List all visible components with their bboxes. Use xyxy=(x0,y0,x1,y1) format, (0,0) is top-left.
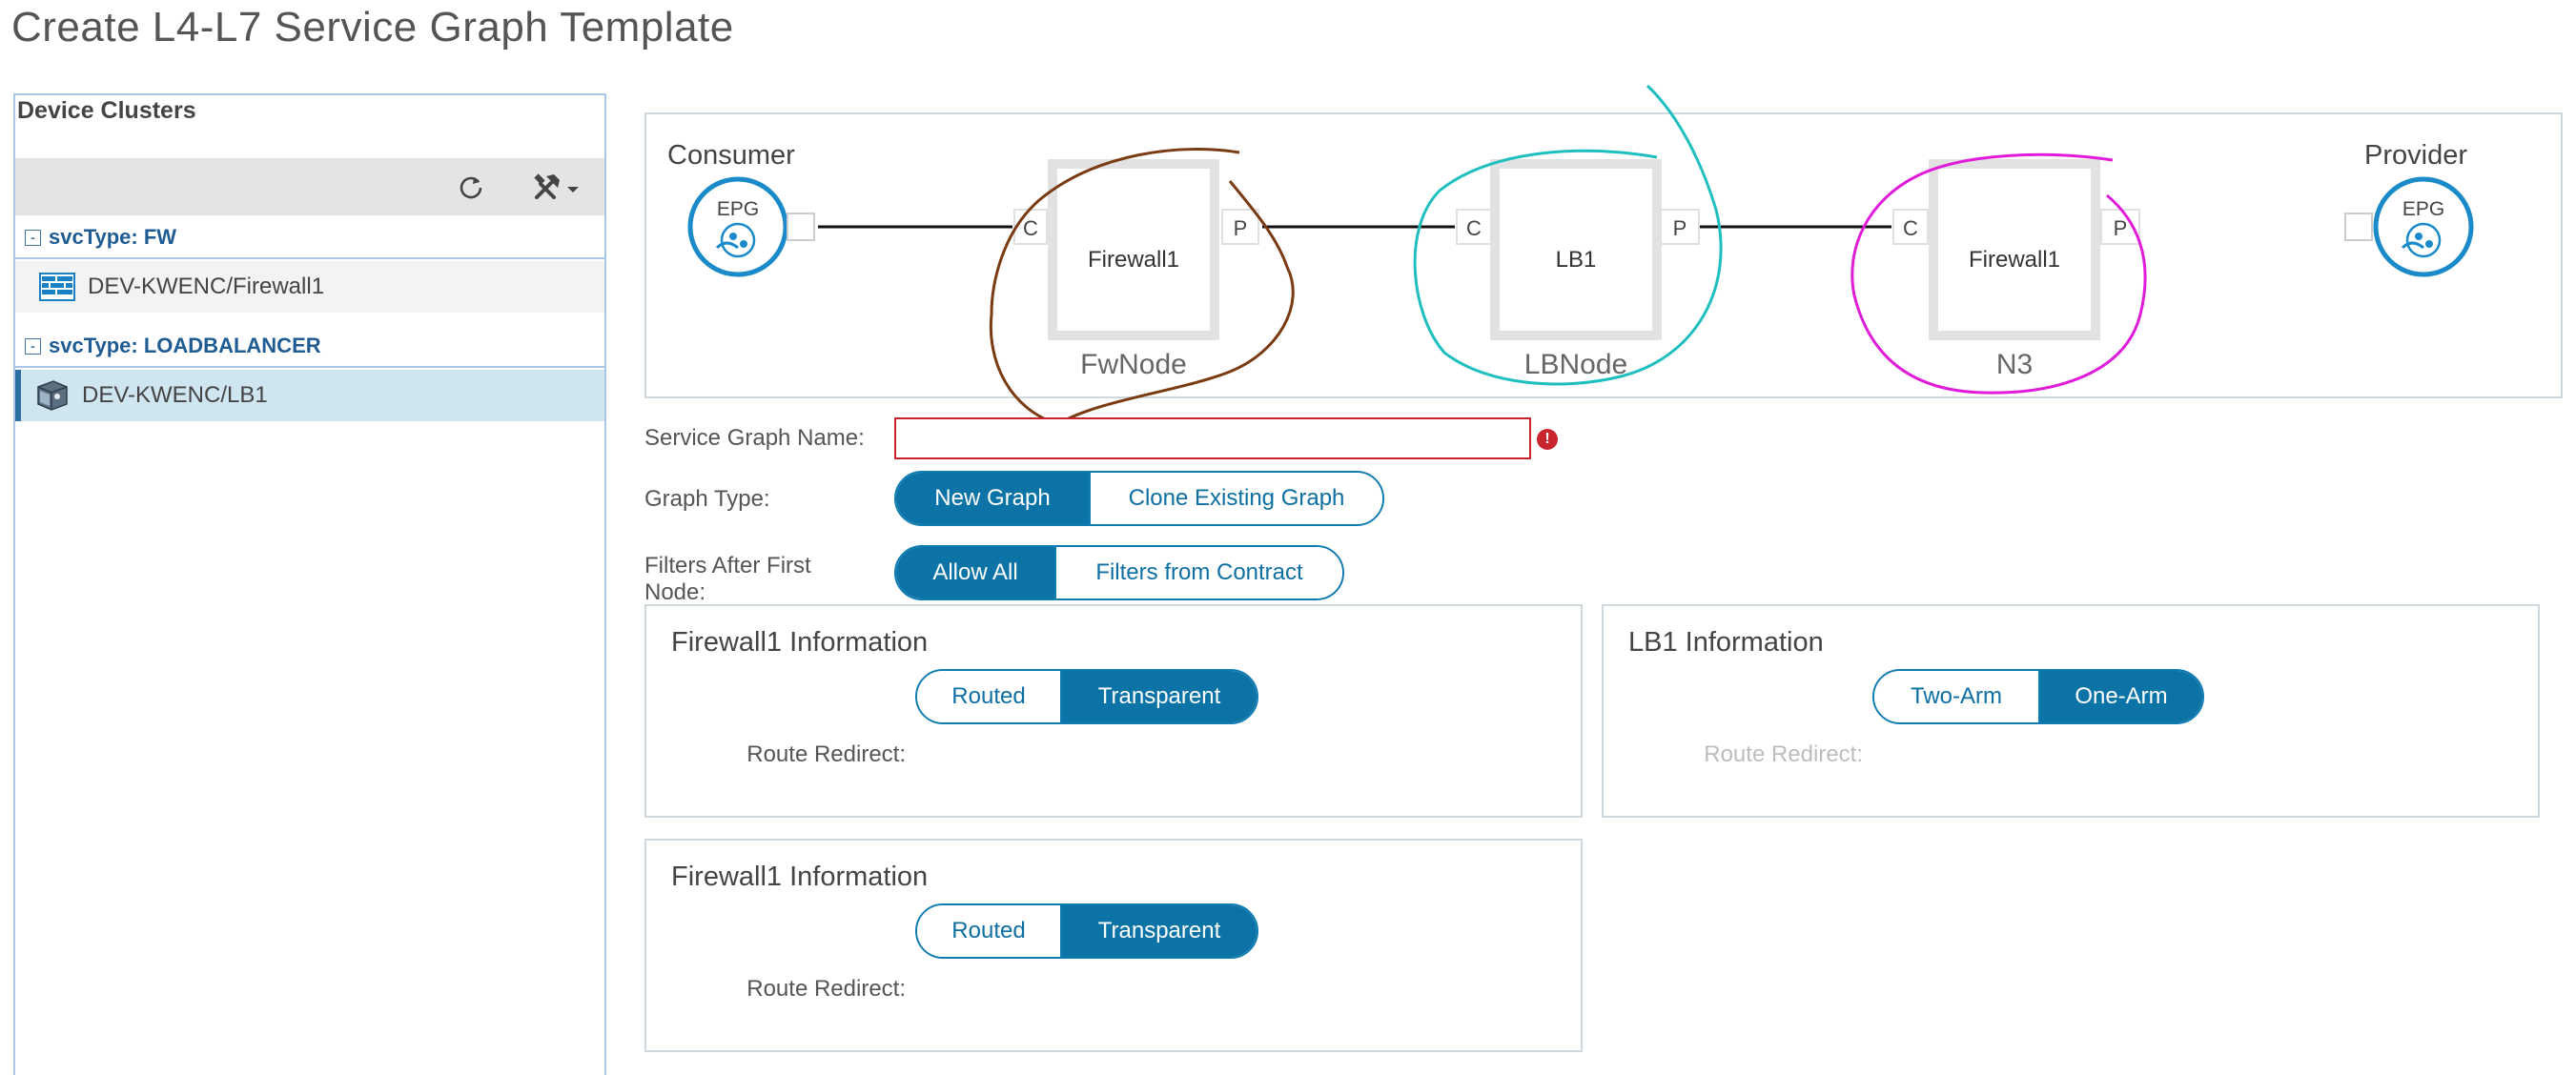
graph-type-label: Graph Type: xyxy=(644,486,770,512)
filters-toggle: Allow All Filters from Contract xyxy=(894,545,1344,600)
node-name: Firewall1 xyxy=(1088,247,1179,273)
info-panel-title: Firewall1 Information xyxy=(671,627,929,658)
provider-connector[interactable] xyxy=(2344,213,2373,241)
service-node-fwnode[interactable]: Firewall1 FwNode xyxy=(1048,159,1219,380)
provider-label: Provider xyxy=(2364,140,2467,171)
node-name: LB1 xyxy=(1556,247,1597,273)
service-graph-name-input[interactable] xyxy=(894,417,1531,459)
route-redirect-label: Route Redirect: xyxy=(746,741,906,767)
node-caption: LBNode xyxy=(1524,349,1627,380)
graph-type-clone-button[interactable]: Clone Existing Graph xyxy=(1089,473,1382,524)
node-provider-connector[interactable]: P xyxy=(1660,209,1700,245)
tools-dropdown-icon[interactable] xyxy=(530,164,589,210)
route-redirect-label: Route Redirect: xyxy=(746,976,906,1002)
service-node-n3[interactable]: Firewall1 N3 xyxy=(1929,159,2100,380)
svg-text:P: P xyxy=(1234,216,1248,240)
service-node-lbnode[interactable]: LB1 LBNode xyxy=(1490,159,1662,380)
tree-item-firewall1[interactable]: DEV-KWENC/Firewall1 xyxy=(15,261,604,313)
firewall-mode-toggle: Routed Transparent xyxy=(915,669,1258,724)
adc-mode-toggle: Two-Arm One-Arm xyxy=(1872,669,2204,724)
provider-epg[interactable]: EPG xyxy=(2373,176,2474,277)
device-clusters-panel: Device Clusters - svcType: FW xyxy=(13,93,606,1075)
epg-label: EPG xyxy=(717,198,759,220)
page-title: Create L4-L7 Service Graph Template xyxy=(11,4,734,51)
epg-icon xyxy=(715,222,756,258)
firewall-mode-toggle: Routed Transparent xyxy=(915,903,1258,959)
svg-text:P: P xyxy=(1673,216,1687,240)
svg-text:C: C xyxy=(1023,216,1038,240)
consumer-epg[interactable]: EPG xyxy=(687,176,788,277)
info-panel-firewall1: Firewall1 Information Firewall: Routed T… xyxy=(644,604,1583,818)
adc-two-arm-button[interactable]: Two-Arm xyxy=(1874,671,2038,722)
adc-one-arm-button[interactable]: One-Arm xyxy=(2038,671,2202,722)
group-label: svcType: LOADBALANCER xyxy=(49,334,321,357)
filters-label: Filters After First Node: xyxy=(644,553,811,606)
consumer-label: Consumer xyxy=(667,140,795,171)
error-icon: ! xyxy=(1537,429,1558,450)
device-clusters-title: Device Clusters xyxy=(17,97,196,124)
tree-item-lb1[interactable]: DEV-KWENC/LB1 xyxy=(15,370,604,421)
loadbalancer-icon xyxy=(37,380,68,411)
consumer-connector[interactable] xyxy=(787,213,815,241)
info-panel-lb1: LB1 Information ADC: Two-Arm One-Arm Rou… xyxy=(1602,604,2540,818)
node-provider-connector[interactable]: P xyxy=(2100,209,2140,245)
firewall-routed-button[interactable]: Routed xyxy=(917,905,1060,957)
info-panel-title: Firewall1 Information xyxy=(671,862,929,892)
svg-text:P: P xyxy=(2114,216,2128,240)
filters-allow-all-button[interactable]: Allow All xyxy=(896,547,1054,598)
collapse-icon[interactable]: - xyxy=(25,229,41,246)
filters-label-line1: Filters After First xyxy=(644,553,811,578)
firewall-icon xyxy=(39,273,75,301)
node-name: Firewall1 xyxy=(1969,247,2060,273)
refresh-icon[interactable] xyxy=(448,164,494,210)
filters-from-contract-button[interactable]: Filters from Contract xyxy=(1054,547,1342,598)
group-label: svcType: FW xyxy=(49,225,177,249)
node-caption: FwNode xyxy=(1080,349,1187,380)
tree-item-label: DEV-KWENC/Firewall1 xyxy=(88,274,325,299)
firewall-routed-button[interactable]: Routed xyxy=(917,671,1060,722)
svg-text:C: C xyxy=(1903,216,1918,240)
route-redirect-label: Route Redirect: xyxy=(1704,741,1863,767)
collapse-icon[interactable]: - xyxy=(25,337,41,355)
group-svctype-fw[interactable]: - svcType: FW xyxy=(15,217,604,259)
epg-icon xyxy=(2401,222,2442,258)
group-svctype-loadbalancer[interactable]: - svcType: LOADBALANCER xyxy=(15,326,604,368)
service-graph-canvas: Consumer EPG Provider EPG xyxy=(644,112,2563,398)
node-consumer-connector[interactable]: C xyxy=(1456,209,1492,245)
tree-item-label: DEV-KWENC/LB1 xyxy=(82,382,268,408)
firewall-transparent-button[interactable]: Transparent xyxy=(1060,671,1257,722)
device-clusters-toolbar xyxy=(15,158,604,215)
node-consumer-connector[interactable]: C xyxy=(1013,209,1048,245)
node-provider-connector[interactable]: P xyxy=(1221,209,1259,245)
filters-label-line2: Node: xyxy=(644,579,706,605)
node-caption: N3 xyxy=(1996,349,2033,380)
info-panel-firewall1-n3: Firewall1 Information Firewall: Routed T… xyxy=(644,839,1583,1052)
node-consumer-connector[interactable]: C xyxy=(1892,209,1929,245)
service-graph-name-label: Service Graph Name: xyxy=(644,425,865,451)
firewall-transparent-button[interactable]: Transparent xyxy=(1060,905,1257,957)
epg-label: EPG xyxy=(2402,198,2444,220)
svg-text:C: C xyxy=(1466,216,1482,240)
info-panel-title: LB1 Information xyxy=(1628,627,1824,658)
graph-type-new-button[interactable]: New Graph xyxy=(896,473,1089,524)
graph-type-toggle: New Graph Clone Existing Graph xyxy=(894,471,1384,526)
